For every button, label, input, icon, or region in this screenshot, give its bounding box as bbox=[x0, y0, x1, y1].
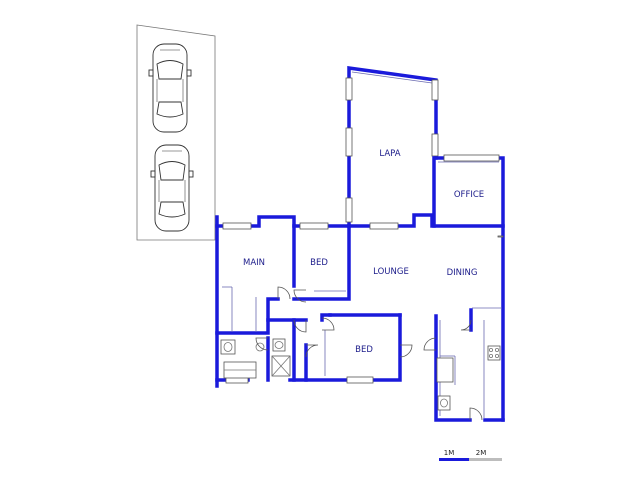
carport bbox=[136, 24, 216, 241]
doors bbox=[255, 286, 483, 421]
car-icon bbox=[150, 144, 194, 232]
room-label-lounge: LOUNGE bbox=[373, 267, 409, 277]
room-label-dining: DINING bbox=[447, 268, 478, 278]
room-label-bed: BED bbox=[310, 258, 328, 268]
room-label-bed: BED bbox=[355, 345, 373, 355]
room-label-lapa: LAPA bbox=[379, 149, 400, 159]
office-area bbox=[432, 154, 505, 422]
scale-label-2m: 2M bbox=[476, 449, 487, 457]
lapa-area bbox=[345, 65, 439, 228]
scale-bar: 1M 2M bbox=[439, 449, 502, 461]
car-icon bbox=[148, 43, 192, 133]
interior-walls bbox=[215, 224, 351, 382]
room-label-office: OFFICE bbox=[454, 190, 484, 200]
scale-segment bbox=[439, 458, 469, 461]
bathroom-fixtures bbox=[220, 338, 291, 379]
room-label-main: MAIN bbox=[243, 258, 265, 268]
scale-segment bbox=[469, 458, 502, 461]
kitchen-area bbox=[434, 235, 505, 422]
scale-label-1m: 1M bbox=[444, 449, 455, 457]
exterior-walls bbox=[215, 213, 505, 388]
